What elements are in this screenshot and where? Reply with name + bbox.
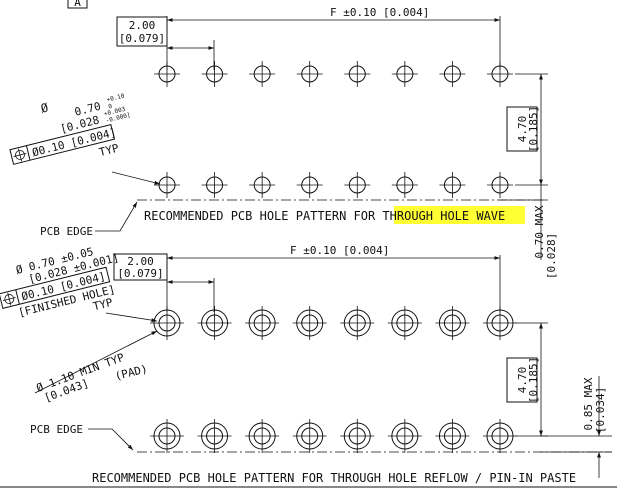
drill-hole-icon	[486, 61, 513, 87]
plated-hole-icon	[245, 419, 280, 453]
plated-hole-icon	[245, 306, 280, 340]
drill-hole-icon	[201, 61, 228, 87]
top-pattern: F ±0.10 [0.004] 2.00 [0.079] 4.70 [0.185…	[9, 6, 558, 279]
top-pitch-main: 2.00	[129, 19, 156, 32]
plated-hole-icon	[197, 419, 232, 453]
bottom-caption: RECOMMENDED PCB HOLE PATTERN FOR THROUGH…	[92, 471, 576, 485]
top-hole-dia-main: 0.70	[73, 100, 102, 119]
drill-hole-icon	[344, 61, 371, 87]
bottom-pitch-alt: [0.079]	[117, 267, 163, 280]
drill-hole-icon	[249, 172, 276, 198]
plated-hole-icon	[482, 419, 517, 453]
top-hole-row-1	[154, 61, 513, 87]
bottom-hole-row-2	[150, 419, 517, 453]
top-pcb-edge-leader	[95, 201, 138, 232]
plated-hole-icon	[482, 306, 517, 340]
bottom-row-spacing-box	[506, 357, 538, 403]
bottom-hole-row-1	[150, 306, 517, 340]
drill-hole-icon	[439, 172, 466, 198]
plated-hole-icon	[435, 419, 470, 453]
plated-hole-icon	[340, 419, 375, 453]
plated-hole-icon	[292, 419, 327, 453]
top-caption: RECOMMENDED PCB HOLE PATTERN FOR THROUGH…	[144, 209, 505, 223]
top-pitch-alt: [0.079]	[119, 32, 165, 45]
drill-hole-icon	[486, 172, 513, 198]
svg-text:A: A	[74, 0, 81, 9]
top-row-spacing-box	[506, 106, 538, 152]
plated-hole-icon	[150, 419, 184, 453]
bottom-row-spacing-main: 4.70	[516, 367, 529, 394]
top-hole-callout: Ø 0.70 +0.10 0 [0.028 +0.003 -0.000] Ø0.…	[9, 92, 131, 165]
top-row-spacing-main: 4.70	[516, 116, 529, 143]
plated-hole-icon	[340, 306, 375, 340]
bottom-pcb-edge-label: PCB EDGE	[30, 423, 83, 436]
plated-hole-icon	[435, 306, 470, 340]
bottom-edge-dist-main: 0.85 MAX	[582, 377, 595, 430]
top-pitch-box	[116, 16, 168, 47]
plated-hole-icon	[292, 306, 327, 340]
bottom-typ: TYP	[92, 296, 115, 314]
top-row-spacing-alt: [0.185]	[527, 106, 540, 152]
bottom-pad-callout-leader	[34, 330, 158, 394]
top-pcb-edge-label: PCB EDGE	[40, 225, 93, 238]
bottom-edge-dist-alt: [0.034]	[594, 387, 607, 433]
top-caption-highlight	[394, 206, 525, 224]
top-typ: TYP	[98, 142, 121, 160]
drill-hole-icon	[296, 172, 323, 198]
top-hole-dia-symbol: Ø	[39, 100, 50, 116]
bottom-pitch-main: 2.00	[127, 255, 154, 268]
drill-hole-icon	[154, 172, 180, 198]
view-label: A	[67, 0, 88, 9]
drill-hole-icon	[249, 61, 276, 87]
plated-hole-icon	[150, 306, 184, 340]
bottom-hole-callout: Ø 0.70 ±0.05 [0.028 ±0.001] Ø0.10 [0.004…	[0, 245, 120, 320]
drill-hole-icon	[439, 61, 466, 87]
top-hole-row-2	[154, 172, 513, 198]
drill-hole-icon	[391, 61, 418, 87]
drill-hole-icon	[296, 61, 323, 87]
plated-hole-icon	[387, 419, 422, 453]
bottom-position-tol-frame	[0, 266, 111, 309]
top-edge-dist-alt: [0.028]	[545, 233, 558, 279]
bottom-pattern: F ±0.10 [0.004] 2.00 [0.079] 4.70 [0.185…	[0, 244, 617, 488]
top-hole-dia-tol-upper: +0.10	[106, 92, 126, 103]
top-hole-dia-tol-lower: 0	[108, 103, 114, 111]
bottom-row-spacing-alt: [0.185]	[527, 357, 540, 403]
top-edge-dist-main: 0.70 MAX	[533, 205, 546, 258]
top-hole-callout-leader	[111, 171, 161, 185]
top-f-dimension-text: F ±0.10 [0.004]	[330, 6, 429, 19]
drill-hole-icon	[344, 172, 371, 198]
drill-hole-icon	[201, 172, 228, 198]
drill-hole-icon	[154, 61, 180, 87]
bottom-pitch-box	[113, 253, 168, 281]
plated-hole-icon	[197, 306, 232, 340]
bottom-hole-callout-leader	[105, 312, 158, 323]
drill-hole-icon	[391, 172, 418, 198]
top-position-tol-frame	[9, 123, 116, 165]
plated-hole-icon	[387, 306, 422, 340]
bottom-pcb-edge-leader	[88, 428, 134, 451]
bottom-f-dimension-text: F ±0.10 [0.004]	[290, 244, 389, 257]
